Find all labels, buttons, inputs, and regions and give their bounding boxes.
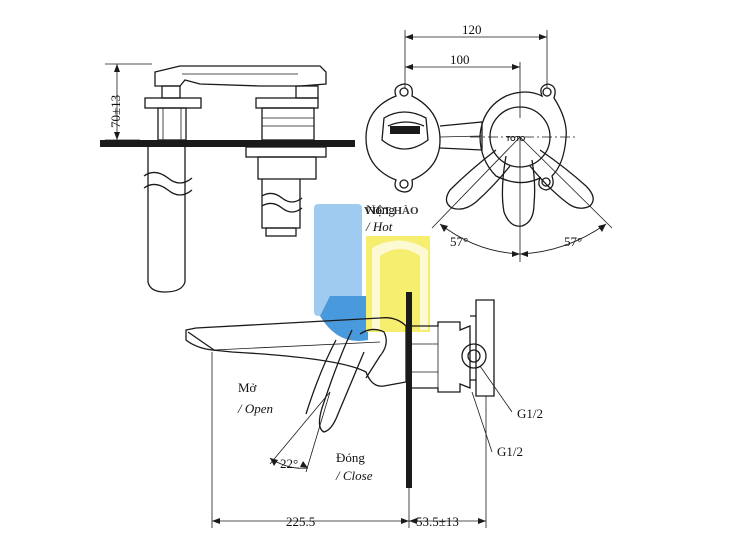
- dim-length-225: 225.5: [286, 514, 315, 529]
- dim-angle-right: 57°: [564, 234, 582, 249]
- label-close-en: / Close: [335, 468, 373, 483]
- side-view-lower: [185, 292, 513, 528]
- dim-angle-left: 57°: [450, 234, 468, 249]
- watermark-blue-curve: [320, 296, 368, 341]
- label-open-vi: Mở: [238, 380, 258, 395]
- dim-angle-open: 22°: [280, 456, 298, 471]
- wall-plate: [100, 140, 355, 147]
- dim-length-53: 53.5±13: [416, 514, 459, 529]
- watermark-blue-bar: [314, 204, 362, 316]
- label-thread-lower: G1/2: [497, 444, 523, 459]
- label-open-en: / Open: [237, 401, 273, 416]
- label-hot-en: / Hot: [365, 219, 393, 234]
- dim-height-70: 70±13: [108, 95, 123, 128]
- label-close-vi: Đóng: [336, 450, 365, 465]
- brand-logo: TOTO: [506, 136, 526, 143]
- watermark-logo: VIỆT HÀO: [314, 204, 430, 341]
- wall-plate-vertical: [406, 292, 412, 488]
- dim-width-120: 120: [462, 22, 482, 37]
- front-view-upper: TOTO: [365, 30, 613, 262]
- dim-width-100: 100: [450, 52, 470, 67]
- watermark-yellow-arch: [372, 240, 428, 330]
- label-thread-upper: G1/2: [517, 406, 543, 421]
- side-view-upper: [100, 63, 355, 293]
- watermark-text: VIỆT HÀO: [364, 204, 419, 217]
- label-hot-vi: Nóng: [366, 202, 395, 217]
